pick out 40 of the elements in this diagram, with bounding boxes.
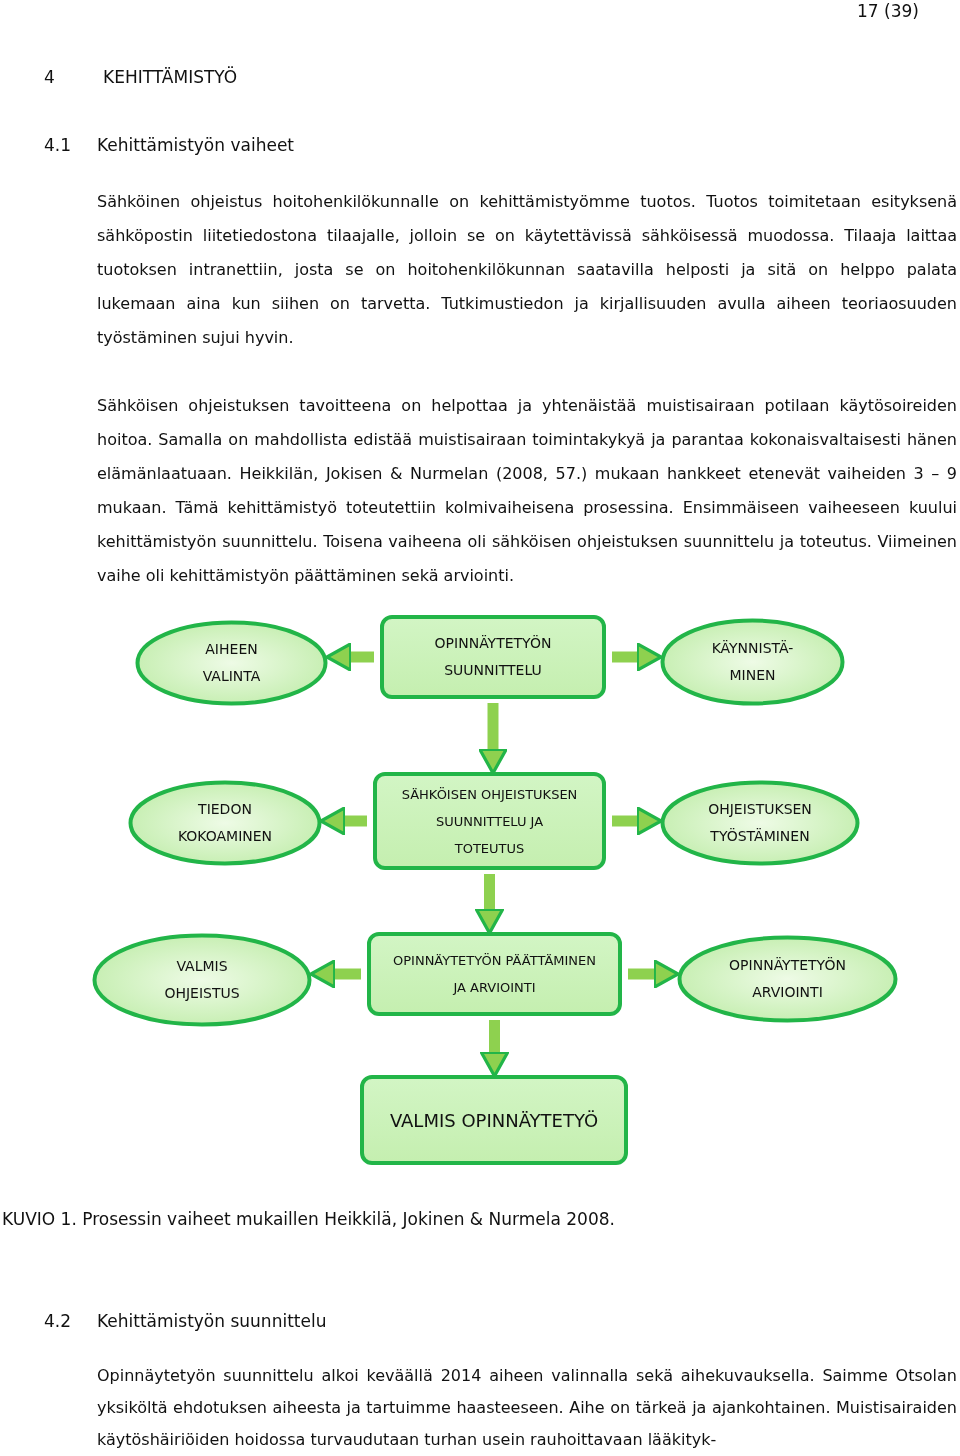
section-heading: KEHITTÄMISTYÖ — [103, 66, 238, 88]
paragraph: Opinnäytetyön suunnittelu alkoi keväällä 2014 aiheen valinnalla sekä aihekuvauksella. Saimme Otsolan yksiköltä ehdotuksen aiheesta ja tartuimme haasteeseen. Aihe on tärkeä ja ajankohtainen. Muistisairaiden käytöshäiriöiden hoidossa turvaudutaan turhan usein rauhoittavaan lääkityk- — [97, 1365, 957, 1451]
process-box — [367, 932, 622, 1016]
ellipse-node — [135, 620, 328, 706]
ellipse-node — [660, 618, 845, 706]
paragraph: Sähköinen ohjeistus hoitohenkilökunnalle on kehittämistyömme tuotos. Tuotos toimitetaan esityksenä sähköpostin liitetiedostona tilaajalle, jolloin se on käytettävissä sähköisessä muodossa. Tilaaja laittaa tuotoksen intranettiin, josta se on hoitohenkilökunnan saatavilla helposti ja sitä on helppo palata lukemaan aina kun siihen on tarvetta. Tutkimustiedon ja kirjallisuuden avulla aiheen teoriaosuuden työstäminen sujui hyvin. — [97, 191, 957, 349]
block-arrow — [628, 959, 680, 989]
block-arrow — [612, 642, 663, 672]
ellipse-node — [128, 780, 322, 866]
block-arrow — [479, 1020, 510, 1078]
block-arrow — [319, 806, 367, 836]
node-label: AIHEEN VALINTA — [201, 640, 262, 686]
node-label: VALMIS OHJEISTUS — [163, 957, 241, 1003]
ellipse-node — [677, 935, 898, 1023]
block-arrow — [478, 703, 508, 775]
node-label: OHJEISTUKSEN TYÖSTÄMINEN — [707, 800, 813, 846]
process-box — [380, 615, 606, 699]
page-number: 17 (39) — [857, 0, 919, 22]
subsection-heading: Kehittämistyön vaiheet — [97, 134, 294, 156]
node-label: SÄHKÖISEN OHJEISTUKSEN SUUNNITTELU JA TOTEUTUS — [400, 785, 579, 858]
block-arrow — [474, 874, 505, 935]
subsection-number: 4.2 — [44, 1310, 72, 1332]
node-label: VALMIS OPINNÄYTETYÖ — [388, 1108, 600, 1133]
section-number: 4 — [44, 66, 55, 88]
block-arrow — [325, 642, 374, 672]
block-arrow — [309, 959, 361, 989]
node-label: OPINNÄYTETYÖN PÄÄTTÄMINEN JA ARVIOINTI — [392, 952, 597, 997]
node-label: TIEDON KOKOAMINEN — [176, 800, 274, 846]
block-arrow — [612, 806, 663, 836]
ellipse-node — [92, 933, 312, 1027]
node-label: KÄYNNISTÄ-MINEN — [710, 639, 795, 685]
paragraph: Sähköisen ohjeistuksen tavoitteena on helpottaa ja yhtenäistää muistisairaan potilaan käytösoireiden hoitoa. Samalla on mahdollista edistää muistisairaan toimintakykyä ja parantaa kokonaisvaltaisesti hänen elämänlaatuaan. Heikkilän, Jokisen & Nurmelan (2008, 57.) mukaan hankkeet etenevät vaiheiden 3 – 9 mukaan. Tämä kehittämistyö toteutettiin kolmivaiheisena prosessina. Ensimmäiseen vaiheeseen kuului kehittämistyön suunnittelu. Toisena vaiheena oli sähköisen ohjeistuksen suunnittelu ja toteutus. Viimeinen vaihe oli kehittämistyön päättäminen sekä arviointi. — [97, 395, 957, 587]
node-label: OPINNÄYTETYÖN SUUNNITTELU — [433, 634, 553, 680]
node-label: OPINNÄYTETYÖN ARVIOINTI — [728, 956, 847, 1002]
figure-caption: KUVIO 1. Prosessin vaiheet mukaillen Heikkilä, Jokinen & Nurmela 2008. — [2, 1208, 615, 1230]
subsection-heading: Kehittämistyön suunnittelu — [97, 1310, 327, 1332]
process-box — [373, 772, 606, 870]
process-box — [360, 1075, 628, 1165]
subsection-number: 4.1 — [44, 134, 72, 156]
ellipse-node — [660, 780, 860, 866]
